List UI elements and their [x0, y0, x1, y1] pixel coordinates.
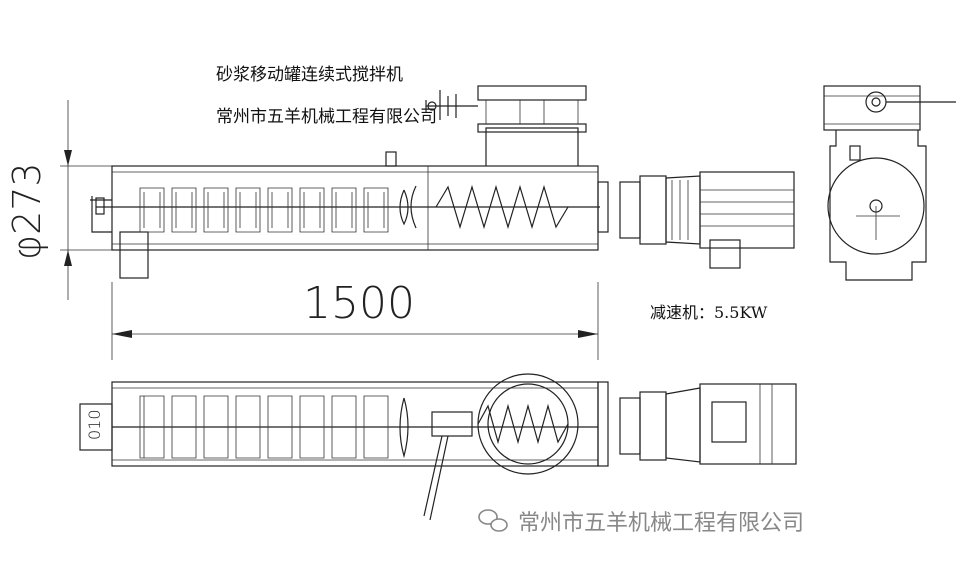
side-view: [823, 85, 956, 281]
mixing-paddles: [139, 187, 389, 233]
svg-text:φ273: φ273: [5, 162, 49, 260]
plan-view: 010: [79, 373, 797, 521]
length-dimension: 1500: [111, 278, 599, 360]
watermark: 常州市五羊机械工程有限公司: [478, 509, 804, 536]
motor-label: 减速机：5.5KW: [650, 303, 768, 322]
auger-spiral: [435, 184, 569, 230]
motor-plan: [699, 383, 797, 465]
side-dimension: 010: [85, 409, 104, 440]
motor-front: [699, 171, 795, 249]
plan-paddles: [139, 395, 389, 459]
wechat-icon: [478, 509, 508, 532]
diameter-dimension: φ273: [5, 100, 112, 300]
company-name: 常州市五羊机械工程有限公司: [216, 107, 437, 127]
side-tube: [827, 157, 925, 255]
svg-text:1500: 1500: [303, 278, 415, 329]
watermark-text: 常州市五羊机械工程有限公司: [518, 511, 804, 536]
front-view: [90, 85, 795, 279]
drawing-title: 砂浆移动罐连续式搅拌机: [216, 65, 403, 85]
